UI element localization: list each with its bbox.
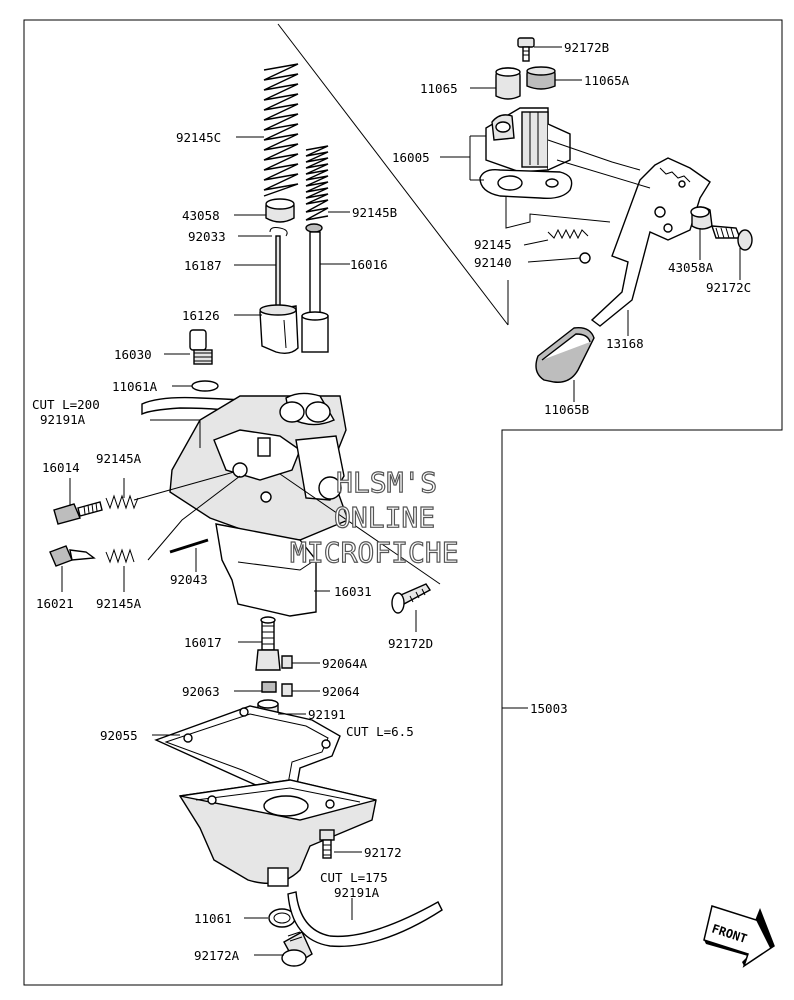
- label-11065A: 11065A: [584, 73, 630, 88]
- guide-lines: [505, 139, 651, 229]
- screw-16014: [53, 501, 103, 525]
- throttle-valve-16126: [259, 304, 299, 355]
- label-43058A: 43058A: [668, 260, 714, 275]
- screw-92172A: [281, 931, 313, 967]
- spring-92145C: [263, 63, 299, 197]
- screw-92172D: [391, 583, 432, 614]
- fitting-16030: [189, 329, 213, 365]
- needle-16187: [275, 235, 281, 311]
- label-cut-6-5: CUT L=6.5: [346, 724, 414, 739]
- label-11065B: 11065B: [544, 402, 589, 417]
- watermark-line-2: ONLINE: [334, 501, 435, 534]
- bracket-16005: [479, 107, 573, 200]
- lever-13168: [590, 157, 711, 327]
- label-11065: 11065: [420, 81, 458, 96]
- watermark-line-1: HLSM'S: [336, 466, 437, 499]
- watermark: HLSM'S ONLINE MICROFICHE: [289, 465, 459, 569]
- spring-92145B: [305, 145, 329, 221]
- label-92172B: 92172B: [564, 40, 609, 55]
- part-labels: 92172B 11065 11065A 16005 92145 92140 43…: [32, 40, 751, 963]
- label-92172C: 92172C: [706, 280, 751, 295]
- label-92064: 92064: [322, 684, 360, 699]
- label-92140: 92140: [474, 255, 512, 270]
- label-92145C: 92145C: [176, 130, 221, 145]
- seat-43058: [265, 198, 295, 223]
- label-16187: 16187: [184, 258, 222, 273]
- label-11061A: 11061A: [112, 379, 158, 394]
- gasket-92055: [154, 705, 341, 795]
- screw-92172B: [517, 37, 535, 62]
- piston-assembly: [189, 63, 329, 392]
- needle-jet-16017: [255, 616, 281, 671]
- bolt-92172C: [711, 225, 753, 251]
- label-cut-175: CUT L=175: [320, 870, 388, 885]
- jet-92064: [281, 683, 293, 697]
- label-92063: 92063: [182, 684, 220, 699]
- screw-16021: [49, 545, 96, 567]
- grip-cover-11065B: [535, 327, 595, 383]
- label-11061: 11061: [194, 911, 232, 926]
- label-15003: 15003: [530, 701, 568, 716]
- label-13168: 13168: [606, 336, 644, 351]
- label-92145-top: 92145: [474, 237, 512, 252]
- label-43058: 43058: [182, 208, 220, 223]
- label-92043: 92043: [170, 572, 208, 587]
- label-92172D: 92172D: [388, 636, 433, 651]
- label-92145A-1: 92145A: [96, 451, 142, 466]
- cap-11065A: [526, 66, 556, 90]
- label-cut-200: CUT L=200: [32, 397, 100, 412]
- washer-92063: [261, 681, 277, 693]
- label-16030: 16030: [114, 347, 152, 362]
- label-16126: 16126: [182, 308, 220, 323]
- spring-92145A-1: [105, 494, 139, 510]
- label-92191A-bottom: 92191A: [334, 885, 380, 900]
- leader-lines: [61, 46, 741, 956]
- label-92033: 92033: [188, 229, 226, 244]
- float-chamber: [178, 779, 443, 967]
- collar-43058A: [690, 206, 713, 230]
- ball-92140: [579, 252, 591, 264]
- watermark-line-3: MICROFICHE: [290, 536, 459, 569]
- label-92172: 92172: [364, 845, 402, 860]
- rod-16016: [301, 223, 329, 353]
- label-92172A: 92172A: [194, 948, 240, 963]
- frame: [23, 19, 783, 986]
- jet-92064A: [281, 655, 293, 669]
- clip-92033: [269, 227, 288, 237]
- label-16021: 16021: [36, 596, 74, 611]
- label-92145B: 92145B: [352, 205, 397, 220]
- label-16005: 16005: [392, 150, 430, 165]
- carburetor-body: [141, 392, 349, 617]
- label-92055: 92055: [100, 728, 138, 743]
- float-bowl-16031: [215, 523, 317, 617]
- label-92064A: 92064A: [322, 656, 368, 671]
- bolt-92172: [319, 829, 335, 859]
- side-screws: [49, 471, 441, 614]
- label-16014: 16014: [42, 460, 80, 475]
- oring-11061A: [191, 380, 219, 392]
- label-92145A-2: 92145A: [96, 596, 142, 611]
- label-16017: 16017: [184, 635, 222, 650]
- label-92191A-top: 92191A: [40, 412, 86, 427]
- cap-11065: [495, 67, 521, 100]
- pin-92043: [169, 538, 209, 554]
- spring-92145A-2: [105, 548, 135, 564]
- front-arrow: FRONT: [703, 905, 775, 968]
- spring-92145: [547, 228, 589, 240]
- label-16016: 16016: [350, 257, 388, 272]
- label-92191: 92191: [308, 707, 346, 722]
- label-16031: 16031: [334, 584, 372, 599]
- hose-92191A-bottom: [287, 891, 443, 948]
- throttle-lever-assembly: [479, 37, 753, 383]
